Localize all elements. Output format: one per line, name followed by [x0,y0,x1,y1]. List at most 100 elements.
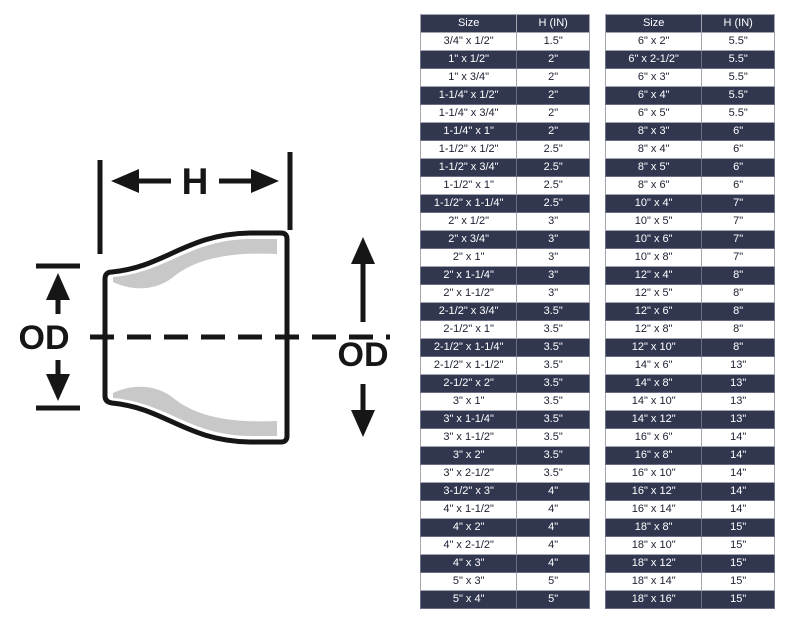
table-cell: 3-1/2" x 3" [419,482,518,501]
table-row: 8" x 4"6" [604,140,775,159]
table-cell: 3" x 1-1/4" [419,410,518,429]
table-cell: 3" x 2" [419,446,518,465]
table-cell: 3.5" [516,392,590,411]
table-row: 10" x 5"7" [604,212,775,231]
table-cell: 15" [701,536,775,555]
h-arrowhead-right-icon [251,169,279,193]
table-row: 3" x 2"3.5" [419,446,590,465]
table-row: 10" x 8"7" [604,248,775,267]
table-cell: 1-1/2" x 1-1/4" [419,194,518,213]
table-cell: 2" [516,104,590,123]
table-cell: 6" x 2-1/2" [604,50,703,69]
table-cell: 10" x 6" [604,230,703,249]
table-cell: 3" x 1-1/2" [419,428,518,447]
table-cell: 13" [701,392,775,411]
table-cell: 3.5" [516,338,590,357]
table-cell: 15" [701,590,775,609]
table-cell: 3.5" [516,464,590,483]
table-cell: 7" [701,230,775,249]
table-cell: 3/4" x 1/2" [419,32,518,51]
table-cell: 5.5" [701,32,775,51]
od-right-label: OD [338,336,389,374]
reducer-diagram-wrap: H OD OD [19,152,390,445]
h-dimension-label: H [182,161,209,202]
table-cell: 12" x 4" [604,266,703,285]
table-cell: 6" [701,158,775,177]
table-cell: 2.5" [516,176,590,195]
table-row: 2" x 1"3" [419,248,590,267]
table-cell: 4" [516,536,590,555]
table-cell: 5.5" [701,104,775,123]
table-cell: 7" [701,194,775,213]
table-cell: 14" x 10" [604,392,703,411]
table-cell: 8" x 3" [604,122,703,141]
table-cell: 5" x 4" [419,590,518,609]
table-cell: 8" [701,338,775,357]
table-row: 16" x 8"14" [604,446,775,465]
table-row: 2-1/2" x 3/4"3.5" [419,302,590,321]
table-row: 14" x 12"13" [604,410,775,429]
table-cell: 6" [701,122,775,141]
reducer-shading-top [113,239,277,289]
table-cell: 13" [701,410,775,429]
table-cell: 5.5" [701,50,775,69]
table-row: 18" x 10"15" [604,536,775,555]
table-cell: 3" [516,284,590,303]
table-row: 1-1/2" x 1/2"2.5" [419,140,590,159]
table-cell: 3.5" [516,410,590,429]
table-row: 1-1/4" x 3/4"2" [419,104,590,123]
table-cell: 12" x 5" [604,284,703,303]
table-cell: 8" x 5" [604,158,703,177]
table-cell: 1.5" [516,32,590,51]
table-cell: 8" [701,284,775,303]
table-cell: 6" [701,176,775,195]
table-cell: 14" [701,482,775,501]
table-cell: 1-1/4" x 1" [419,122,518,141]
table-cell: 2-1/2" x 1-1/2" [419,356,518,375]
table-cell: 2" [516,122,590,141]
table-row: 5" x 4"5" [419,590,590,609]
table-row: 6" x 2"5.5" [604,32,775,51]
table-cell: 15" [701,518,775,537]
table-row: 1-1/4" x 1"2" [419,122,590,141]
table-row: 1" x 3/4"2" [419,68,590,87]
table-cell: 2.5" [516,140,590,159]
table-row: 3-1/2" x 3"4" [419,482,590,501]
table-row: 12" x 5"8" [604,284,775,303]
table-cell: 4" x 2" [419,518,518,537]
table-cell: 5.5" [701,68,775,87]
table-row: 2-1/2" x 1-1/2"3.5" [419,356,590,375]
table-row: 16" x 12"14" [604,482,775,501]
table-cell: 2-1/2" x 2" [419,374,518,393]
table-cell: 15" [701,572,775,591]
table-cell: 8" [701,320,775,339]
table-row: 16" x 6"14" [604,428,775,447]
table-row: 16" x 10"14" [604,464,775,483]
table-cell: 6" x 3" [604,68,703,87]
od-left-arrowhead-up-icon [46,273,70,300]
h-dimension [97,152,293,254]
table-row: 18" x 16"15" [604,590,775,609]
od-right-arrowhead-down-icon [351,410,375,437]
table-cell: 3.5" [516,446,590,465]
table-cell: 4" x 1-1/2" [419,500,518,519]
table-cell: 6" x 5" [604,104,703,123]
table-row: 2" x 3/4"3" [419,230,590,249]
table-cell: 14" [701,446,775,465]
table-row: 12" x 6"8" [604,302,775,321]
table-row: 4" x 1-1/2"4" [419,500,590,519]
table-cell: 2" x 3/4" [419,230,518,249]
table-row: 6" x 4"5.5" [604,86,775,105]
table-cell: 1" x 1/2" [419,50,518,69]
table-row: 12" x 4"8" [604,266,775,285]
table-cell: 3.5" [516,356,590,375]
table-cell: 3" x 1" [419,392,518,411]
table-row: 2" x 1-1/2"3" [419,284,590,303]
table-cell: 14" x 12" [604,410,703,429]
table-cell: 8" x 4" [604,140,703,159]
table-cell: 7" [701,248,775,267]
table-cell: 1-1/2" x 3/4" [419,158,518,177]
table-row: 18" x 8"15" [604,518,775,537]
table-cell: 2-1/2" x 1-1/4" [419,338,518,357]
